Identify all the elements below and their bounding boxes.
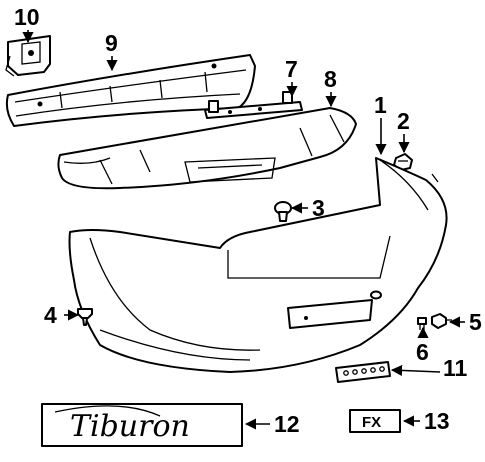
callout-8: 8 [324, 66, 337, 92]
fx-badge-text: FX [362, 414, 381, 431]
reflector-plate [335, 361, 391, 383]
bumper-bracket [5, 35, 51, 77]
push-clip [274, 201, 292, 222]
callout-labels: 10 9 7 8 1 2 3 4 5 6 11 12 13 [14, 4, 482, 437]
callout-7: 7 [285, 56, 298, 82]
callout-6: 6 [416, 339, 429, 365]
callout-4: 4 [44, 302, 57, 328]
callout-9: 9 [105, 30, 118, 56]
impact-bar [5, 54, 256, 127]
callout-12: 12 [274, 411, 300, 437]
callout-10: 10 [14, 4, 40, 30]
energy-absorber [57, 107, 357, 190]
callout-11: 11 [443, 355, 468, 381]
callout-2: 2 [397, 108, 410, 134]
washer [417, 317, 427, 330]
tiburon-emblem-text: Tiburon [70, 409, 190, 444]
bolt [431, 313, 452, 329]
fx-badge: FX [349, 409, 401, 433]
callout-5: 5 [469, 309, 482, 335]
tiburon-emblem: Tiburon [41, 403, 243, 447]
callout-3: 3 [312, 195, 325, 221]
callout-13: 13 [424, 408, 450, 434]
leader-lines [22, 30, 465, 430]
bumper-cover [68, 157, 448, 373]
callout-1: 1 [374, 92, 387, 118]
